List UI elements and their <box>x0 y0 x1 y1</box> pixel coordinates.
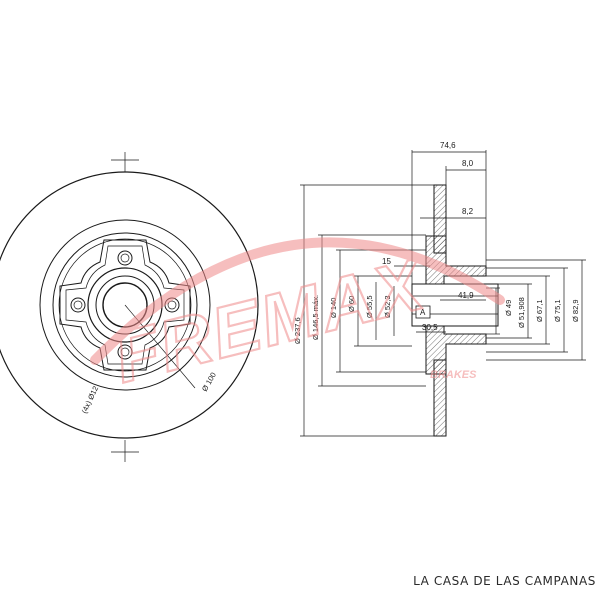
dim-disc-thickness: 8,2 <box>462 207 474 216</box>
dim-d55-5: Ø 55,5 <box>365 295 374 318</box>
hat-ring-inner <box>58 238 192 372</box>
dim-inner-depth: 30,5 <box>422 323 438 332</box>
watermark-brand: FREMAX <box>106 244 434 399</box>
datum-label: A <box>420 308 426 317</box>
dim-d140: Ø 140 <box>329 298 338 318</box>
dim-friction-diameter: Ø 146,5 máx. <box>311 295 320 340</box>
hub-flange-outline <box>59 239 191 371</box>
dim-outer-diameter: Ø 237,6 <box>293 317 302 344</box>
bolt-label: (4x) Ø12 <box>80 385 100 415</box>
watermark-sub: BRAKES <box>430 369 477 381</box>
dim-total-width: 74,6 <box>440 141 456 150</box>
hat-section-bottom <box>425 325 487 375</box>
hub-flange-inner-outline <box>65 245 185 365</box>
bolt-hole-bottom <box>117 344 133 360</box>
hat-ring-outer <box>52 232 198 378</box>
dim-offset: 15 <box>382 257 391 266</box>
footer-caption: LA CASA DE LAS CAMPANAS <box>413 574 596 588</box>
friction-ring-inner-edge <box>39 219 211 391</box>
dim-hat-width: 8,0 <box>462 159 474 168</box>
dim-d52-3: Ø 52,3 <box>383 295 392 318</box>
dim-d60: Ø 60 <box>347 296 356 312</box>
dim-d49: Ø 49 <box>504 300 513 316</box>
dim-d82-9: Ø 82,9 <box>571 299 580 322</box>
dim-d67-1: Ø 67,1 <box>535 299 544 322</box>
disc-outer-edge <box>0 171 259 439</box>
dim-bore-depth: 41,9 <box>458 291 474 300</box>
bolt-hole-left <box>70 297 86 313</box>
dim-d51-908: Ø 51,908 <box>517 297 526 328</box>
watermark-swoosh <box>90 237 505 365</box>
bolt-hole-top <box>117 250 133 266</box>
dim-d75-1: Ø 75,1 <box>553 299 562 322</box>
datum-box <box>415 305 431 319</box>
